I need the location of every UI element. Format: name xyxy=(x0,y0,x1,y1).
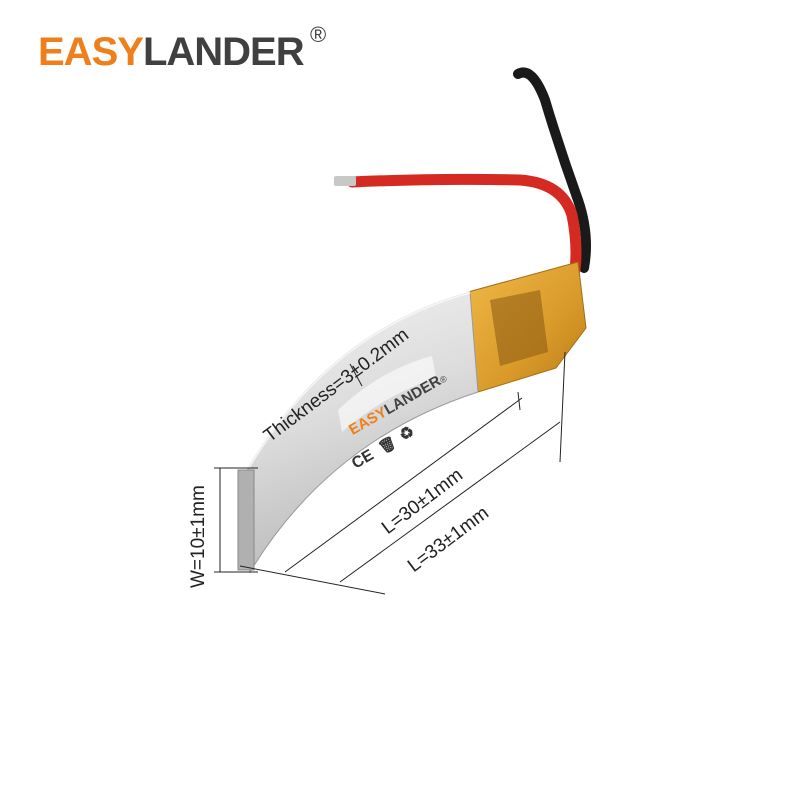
red-wire-tip xyxy=(334,176,356,186)
thickness-tick xyxy=(349,363,363,387)
length-body-line xyxy=(284,397,523,573)
length-body-tick-end xyxy=(517,391,521,411)
length-total-line xyxy=(339,421,561,583)
battery-label xyxy=(338,356,436,432)
length-total-tick-end xyxy=(559,351,566,463)
width-label: W=10±1mm xyxy=(188,485,209,588)
brand-logo-part1: EASY xyxy=(38,30,144,74)
length-start-tick xyxy=(239,565,386,595)
pcb-components xyxy=(490,290,548,366)
battery-end-cap xyxy=(237,469,255,571)
black-wire xyxy=(513,67,591,273)
battery-top-edge xyxy=(246,290,471,469)
registered-mark: ® xyxy=(310,22,326,47)
brand-logo-part2: LANDER xyxy=(142,30,305,74)
red-wire xyxy=(346,173,582,276)
brand-logo: EASYLANDER ® xyxy=(38,22,326,75)
